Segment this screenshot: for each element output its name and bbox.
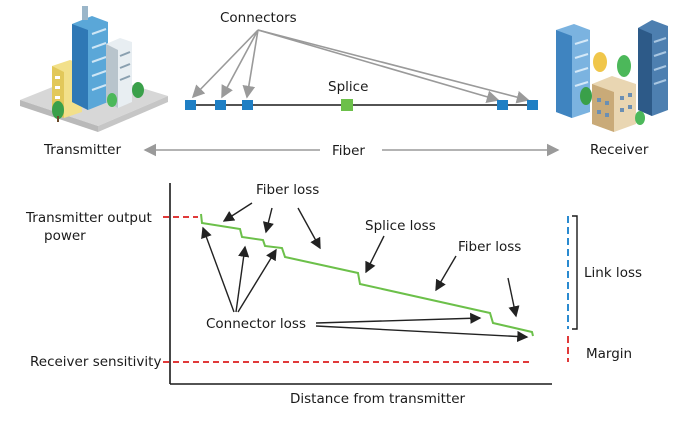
connector-loss-label: Connector loss [206, 316, 306, 332]
x-axis-label: Distance from transmitter [290, 391, 466, 407]
splice-label: Splice [328, 79, 368, 95]
connector-arrows [191, 29, 530, 104]
connector-3 [242, 100, 253, 110]
connector-2 [215, 100, 226, 110]
loss-annotation-arrows [201, 202, 529, 343]
fiber-loss-label-1: Fiber loss [256, 182, 319, 198]
power-loss-curve [200, 213, 534, 337]
transmitter-label: Transmitter [43, 142, 121, 158]
margin-label: Margin [586, 346, 632, 362]
link-loss-label: Link loss [584, 265, 642, 281]
connectors-label: Connectors [220, 10, 297, 26]
link-loss-bracket [572, 215, 578, 330]
splice-marker [341, 99, 353, 111]
tx-power-label-line1: Transmitter output [25, 210, 152, 226]
fiber-loss-label-2: Fiber loss [458, 239, 521, 255]
connector-5 [527, 100, 538, 110]
transmitter-buildings-icon [20, 6, 168, 132]
receiver-buildings-icon [556, 20, 668, 132]
connector-1 [185, 100, 196, 110]
connector-4 [497, 100, 508, 110]
receiver-label: Receiver [590, 142, 649, 158]
splice-loss-label: Splice loss [365, 218, 436, 234]
fiber-label: Fiber [332, 143, 365, 159]
tx-power-label-line2: power [44, 228, 86, 244]
rx-sensitivity-label: Receiver sensitivity [30, 354, 161, 370]
